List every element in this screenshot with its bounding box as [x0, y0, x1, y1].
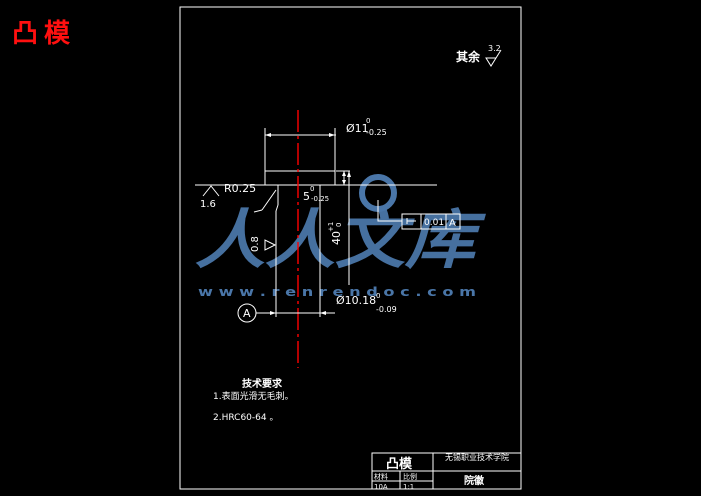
top-dia-lower: -0.25 — [366, 128, 387, 137]
corner-title: 凸模 — [12, 19, 77, 49]
radius-text: R0.25 — [224, 182, 256, 195]
length-upper: +1 — [327, 222, 335, 232]
part-outline — [195, 170, 437, 317]
top-dia-upper: 0 — [366, 117, 370, 125]
step-upper: 0 — [310, 185, 314, 193]
title-school: 无锡职业技术学院 — [445, 452, 509, 462]
dimension-step: 5 0 -0.25 — [303, 170, 350, 203]
shank-dia-text: Ø10.18 — [336, 294, 376, 307]
dimension-shank-diameter: Ø10.18 0 -0.09 — [256, 292, 397, 315]
title-part-name: 凸模 — [386, 456, 413, 472]
watermark-url: w w w . r e n r e n d o c . c o m — [198, 285, 476, 299]
roughness-symbol — [485, 49, 502, 67]
top-dia-text: Ø11 — [346, 122, 369, 135]
title-material: 10A — [374, 483, 388, 491]
datum-a-text: A — [243, 307, 251, 320]
roughness-note: 其余 3.2 — [456, 44, 502, 67]
notes-item-2: 2.HRC60-64 。 — [213, 413, 278, 423]
tolerance-value: 0.01 — [424, 218, 444, 228]
title-block — [371, 452, 522, 490]
roughness-label: 其余 — [456, 49, 481, 64]
step-lower: -0.25 — [311, 195, 329, 203]
technical-notes: 技术要求 1.表面光滑无毛刺。 2.HRC60-64 。 — [213, 377, 294, 423]
watermark: 人人文库 w w w . r e n r e n d o c . c o m — [195, 174, 487, 299]
roughness-value: 3.2 — [488, 44, 501, 53]
tolerance-frame: 0.01 A — [377, 200, 461, 230]
length-text: 40 — [330, 231, 343, 245]
dimension-top-diameter: Ø11 0 -0.25 — [264, 117, 387, 172]
side-roughness: 0.8 — [250, 236, 277, 252]
shank-upper: 0 — [376, 292, 380, 300]
step-text: 5 — [303, 190, 310, 203]
title-scale-label: 比例 — [403, 472, 417, 481]
surface-roughness: 1.6 — [200, 199, 216, 210]
title-scale: 1:1 — [403, 483, 414, 491]
watermark-text: 人人文库 — [195, 204, 487, 278]
dimension-length: 40 +1 0 — [327, 171, 351, 285]
shank-lower: -0.09 — [376, 305, 397, 314]
radius-note: 1.6 R0.25 — [200, 182, 256, 210]
notes-heading: 技术要求 — [242, 377, 283, 390]
drawing-border — [179, 6, 522, 490]
notes-item-1: 1.表面光滑无毛刺。 — [213, 390, 294, 402]
tolerance-datum: A — [449, 218, 456, 229]
title-material-label: 材料 — [374, 472, 388, 481]
title-note: 院徽 — [464, 474, 485, 487]
side-roughness-text: 0.8 — [250, 236, 261, 252]
length-lower: 0 — [335, 223, 343, 227]
datum-a: A — [237, 303, 257, 323]
